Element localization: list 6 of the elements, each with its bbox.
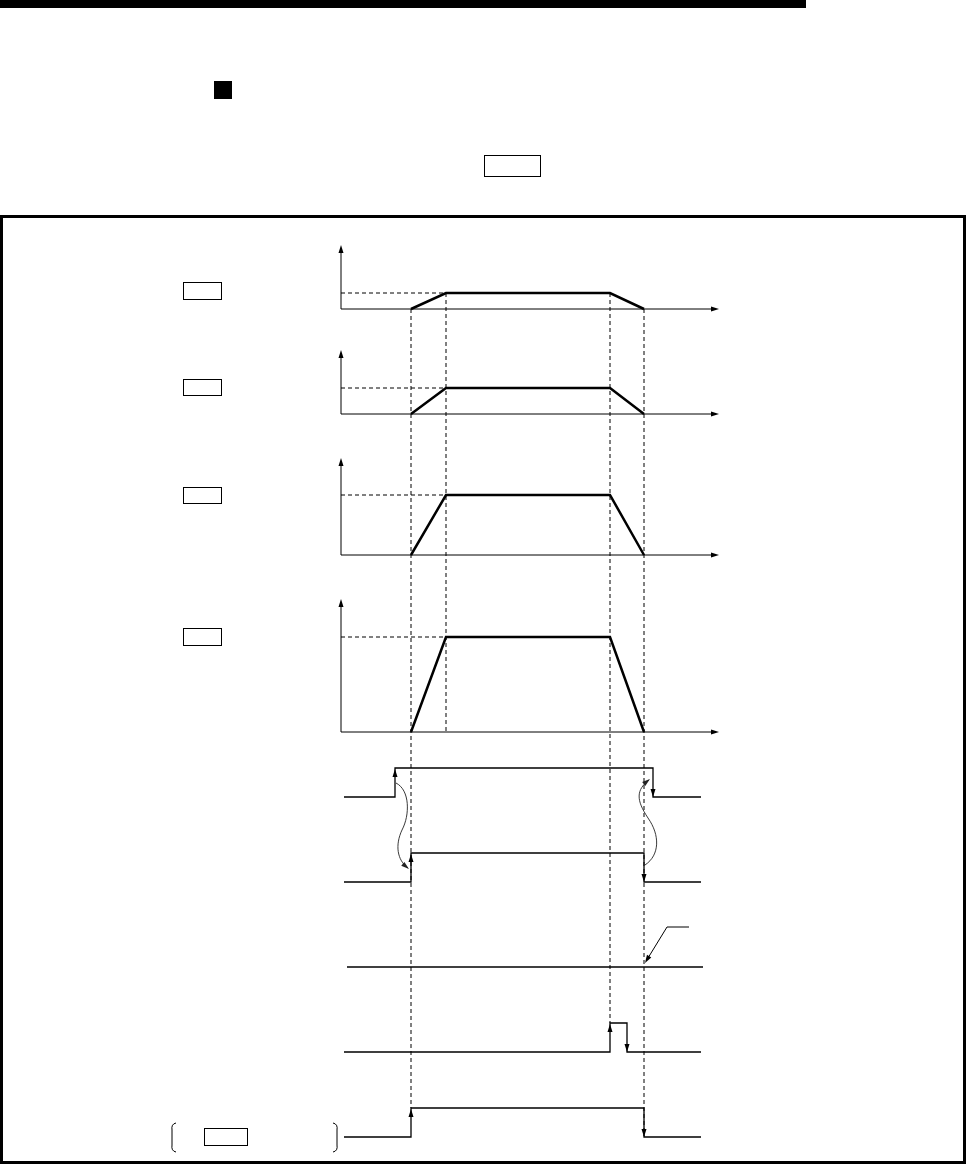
- blank-frame: [183, 282, 222, 300]
- blank-frame: [183, 628, 222, 646]
- blank-frame: [183, 487, 222, 504]
- blank-frame: [183, 379, 222, 396]
- blank-frame: [204, 1128, 248, 1146]
- blank-frame: [484, 155, 541, 177]
